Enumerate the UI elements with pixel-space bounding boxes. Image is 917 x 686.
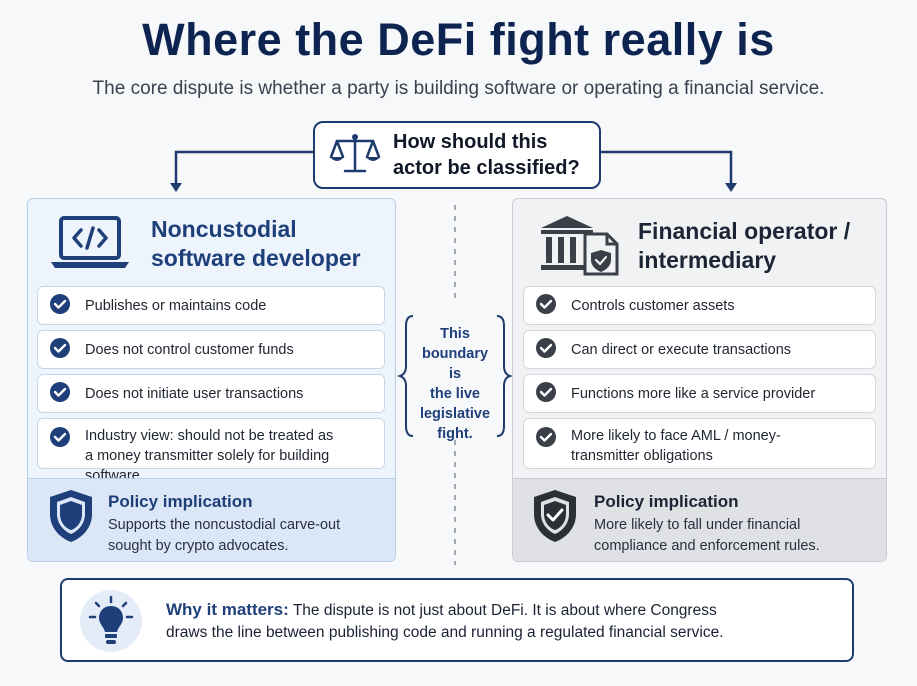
left-item-text: Does not initiate user transactions [85, 385, 304, 402]
why-it-matters-text: Why it matters: The dispute is not just … [166, 599, 846, 644]
left-title-line: software developer [151, 245, 361, 271]
check-circle-icon [535, 381, 557, 407]
why-line: The dispute is not just about DeFi. It i… [288, 602, 717, 619]
boundary-line: legislative [419, 406, 491, 422]
page-subtitle: The core dispute is whether a party is b… [92, 78, 825, 99]
boundary-callout: This boundary is the live legislative fi… [414, 324, 496, 444]
left-panel-title: Noncustodial software developer [151, 215, 391, 273]
left-list-item: Industry view: should not be treated as … [37, 418, 385, 484]
left-implication-title: Policy implication [108, 492, 253, 511]
page-title: Where the DeFi fight really is [142, 14, 775, 65]
right-item-text: Functions more like a service provider [571, 385, 816, 402]
right-item-text: Can direct or execute transactions [571, 341, 792, 358]
lightbulb-icon [88, 595, 134, 652]
right-list-item: Controls customer assets [523, 286, 876, 325]
classification-question-box: How should this actor be classified? [313, 121, 601, 189]
boundary-line: boundary is [421, 346, 489, 382]
question-line: actor be classified? [393, 157, 580, 179]
right-panel-title: Financial operator / intermediary [638, 217, 878, 275]
why-label: Why it matters: [166, 600, 289, 619]
shield-icon [48, 488, 94, 549]
left-item-text: Publishes or maintains code [85, 297, 267, 314]
right-implication-text: More likely to fall under financial comp… [594, 515, 820, 557]
check-circle-icon [535, 293, 557, 319]
question-line: How should this [393, 131, 548, 153]
left-implication-text: Supports the noncustodial carve-out soug… [108, 515, 340, 557]
right-item-line: More likely to face AML / money- [571, 428, 781, 444]
right-title-line: Financial operator / [638, 218, 851, 244]
right-implication-line: More likely to fall under financial [594, 517, 801, 533]
why-line: draws the line between publishing code a… [166, 624, 724, 641]
right-item-text: More likely to face AML / money- transmi… [571, 426, 781, 466]
check-circle-icon [535, 337, 557, 363]
left-title-line: Noncustodial [151, 216, 297, 242]
left-implication-line: Supports the noncustodial carve-out [108, 517, 341, 533]
right-list-item: More likely to face AML / money- transmi… [523, 418, 876, 469]
right-title-line: intermediary [638, 247, 777, 273]
right-item-line: transmitter obligations [571, 448, 713, 464]
boundary-line: the live [430, 386, 480, 402]
left-list-item: Publishes or maintains code [37, 286, 385, 325]
question-text: How should this actor be classified? [393, 129, 593, 181]
check-circle-icon [49, 337, 71, 363]
scales-icon [329, 131, 381, 180]
boundary-line: This [440, 326, 470, 342]
check-circle-icon [49, 381, 71, 407]
left-item-line: Industry view: should not be treated as [85, 428, 334, 444]
shield-check-icon [532, 488, 578, 549]
check-circle-icon [49, 426, 71, 452]
laptop-code-icon [49, 214, 131, 277]
left-item-text: Industry view: should not be treated as … [85, 426, 384, 486]
right-list-item: Functions more like a service provider [523, 374, 876, 413]
left-list-item: Does not control customer funds [37, 330, 385, 369]
boundary-line: fight. [437, 426, 473, 442]
left-implication-line: sought by crypto advocates. [108, 538, 289, 554]
right-list-item: Can direct or execute transactions [523, 330, 876, 369]
why-it-matters-box [60, 578, 854, 662]
left-item-text: Does not control customer funds [85, 341, 294, 358]
check-circle-icon [535, 426, 557, 452]
right-item-text: Controls customer assets [571, 297, 735, 314]
right-implication-title: Policy implication [594, 492, 739, 511]
bank-document-icon [537, 212, 623, 281]
check-circle-icon [49, 293, 71, 319]
left-list-item: Does not initiate user transactions [37, 374, 385, 413]
right-implication-line: compliance and enforcement rules. [594, 538, 820, 554]
